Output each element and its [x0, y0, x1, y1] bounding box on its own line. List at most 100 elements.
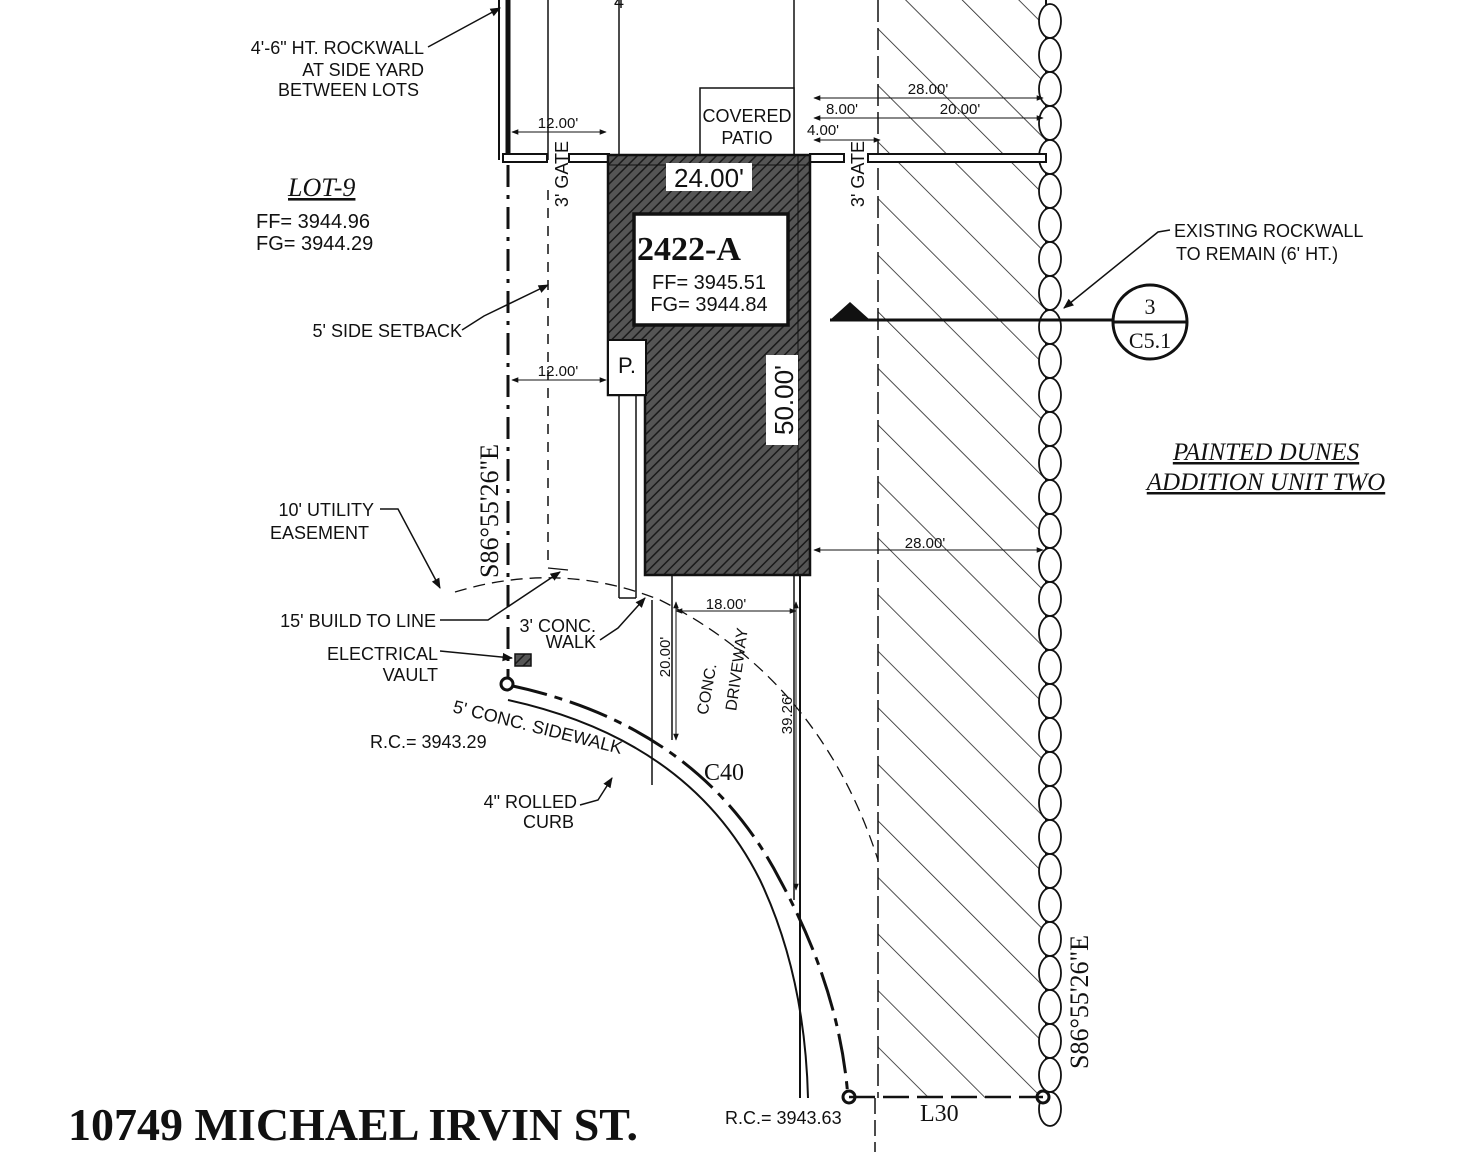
lot-fg: FG= 3944.29	[256, 233, 373, 255]
dim-50: 50.00'	[769, 365, 799, 435]
dim-8: 8.00'	[826, 101, 858, 118]
dim-4: 4.00'	[807, 122, 839, 139]
rockwall-stone	[1038, 3, 1062, 39]
rockwall-stone	[1038, 1057, 1062, 1093]
rockwall-stone	[1038, 581, 1062, 617]
porch-walk	[618, 395, 637, 599]
covered-patio-label-2: PATIO	[721, 128, 772, 148]
rockwall-stone	[1038, 309, 1062, 345]
section-marker	[830, 283, 1189, 361]
dim-28-mid: 28.00'	[905, 535, 946, 552]
rockwall-scallops	[1038, 3, 1062, 1127]
dim-20-drive: 20.00'	[657, 637, 674, 678]
lot-ff: FF= 3944.96	[256, 211, 370, 233]
rockwall-stone	[1038, 955, 1062, 991]
dim-12-top: 12.00'	[538, 115, 579, 132]
rockwall-stone	[1038, 105, 1062, 141]
leader-lines	[380, 7, 1171, 806]
dim-18: 18.00'	[706, 596, 747, 613]
build-to-line-label: 15' BUILD TO LINE	[280, 611, 436, 631]
hatched-strip	[877, 0, 1046, 1098]
rockwall-stone	[1038, 887, 1062, 923]
painted-dunes-label-1: PAINTED DUNES	[1172, 439, 1360, 466]
porch	[607, 339, 647, 396]
rockwall-side-label-2: AT SIDE YARD	[302, 60, 424, 80]
painted-dunes-label-2: ADDITION UNIT TWO	[1145, 469, 1385, 496]
lot-name: LOT-9	[287, 173, 355, 202]
dim-39: 39.26'	[779, 694, 796, 735]
porch-label: P.	[618, 353, 636, 378]
bearing-left-label: S86°55'26"E	[475, 444, 504, 578]
setback-line	[547, 567, 569, 571]
rockwall-stone	[1038, 683, 1062, 719]
utility-easement-label-2: EASEMENT	[270, 523, 369, 543]
rockwall-stone	[1038, 717, 1062, 753]
rolled-curb-label-1: 4" ROLLED	[484, 792, 577, 812]
partial-top-label: 4	[614, 0, 624, 12]
bearing-right-label: S86°55'26"E	[1065, 935, 1094, 1069]
rolled-curb-label-2: CURB	[523, 812, 574, 832]
side-setback-label: 5' SIDE SETBACK	[313, 321, 462, 341]
curb-point-left	[499, 676, 515, 692]
rockwall-stone	[1038, 785, 1062, 821]
rc-right-label: R.C.= 3943.63	[725, 1108, 842, 1128]
rockwall-stone	[1038, 547, 1062, 583]
utility-easement-label-1: 10' UTILITY	[279, 500, 374, 520]
house-id: 2422-A	[637, 231, 741, 268]
rockwall-stone	[1038, 853, 1062, 889]
dim-12-mid: 12.00'	[538, 363, 579, 380]
rc-left-label: R.C.= 3943.29	[370, 732, 487, 752]
side-fence	[502, 153, 1047, 163]
dim-28-top: 28.00'	[908, 81, 949, 98]
c40-label: C40	[704, 760, 744, 786]
rockwall-stone	[1038, 751, 1062, 787]
rockwall-stone	[1038, 445, 1062, 481]
rockwall-stone	[1038, 989, 1062, 1025]
electrical-vault-label-2: VAULT	[383, 665, 438, 685]
rockwall-stone	[1038, 275, 1062, 311]
gate-right-label: 3' GATE	[848, 141, 868, 207]
covered-patio	[699, 87, 795, 157]
dimension-lines	[511, 95, 1044, 891]
section-number: 3	[1145, 294, 1156, 319]
rockwall-side-label-3: BETWEEN LOTS	[278, 80, 419, 100]
street-address: 10749 MICHAEL IRVIN ST.	[68, 1099, 638, 1150]
covered-patio-label-1: COVERED	[702, 106, 791, 126]
house-fg: FG= 3944.84	[650, 294, 767, 316]
rockwall-stone	[1038, 1023, 1062, 1059]
house-label-box	[632, 212, 790, 327]
existing-rockwall-label-2: TO REMAIN (6' HT.)	[1176, 244, 1338, 264]
rockwall-stone	[1038, 513, 1062, 549]
driveway-label-2: DRIVEWAY	[723, 626, 752, 711]
rockwall-stone	[1038, 37, 1062, 73]
rockwall-stone	[1038, 479, 1062, 515]
rockwall-stone	[1038, 377, 1062, 413]
build-to-line	[454, 577, 879, 861]
rockwall-stone	[1038, 207, 1062, 243]
walk-label-1: 3' CONC.	[520, 616, 596, 636]
dim-20-top: 20.00'	[940, 101, 981, 118]
walk-label-2: WALK	[546, 632, 596, 652]
driveway	[651, 575, 801, 1098]
rockwall-side-label-1: 4'-6" HT. ROCKWALL	[251, 38, 424, 58]
rockwall-stone	[1038, 411, 1062, 447]
rockwall-stone	[1038, 615, 1062, 651]
electrical-vault-label-1: ELECTRICAL	[327, 644, 438, 664]
rockwall-stone	[1038, 173, 1062, 209]
gate-left-label: 3' GATE	[552, 141, 572, 207]
electrical-vault	[514, 653, 532, 667]
driveway-label-1: CONC.	[695, 662, 721, 716]
dim-24: 24.00'	[674, 163, 744, 193]
section-sheet: C5.1	[1129, 328, 1171, 353]
l30-label: L30	[920, 1101, 959, 1127]
house-ff: FF= 3945.51	[652, 272, 766, 294]
rockwall-stone	[1038, 819, 1062, 855]
rockwall-stone	[1038, 71, 1062, 107]
curb-arc	[507, 699, 809, 1099]
existing-rockwall-label-1: EXISTING ROCKWALL	[1174, 221, 1363, 241]
rockwall-stone	[1038, 649, 1062, 685]
sidewalk-arc	[507, 683, 850, 1099]
property-lines	[498, 0, 795, 680]
rockwall-stone	[1038, 921, 1062, 957]
